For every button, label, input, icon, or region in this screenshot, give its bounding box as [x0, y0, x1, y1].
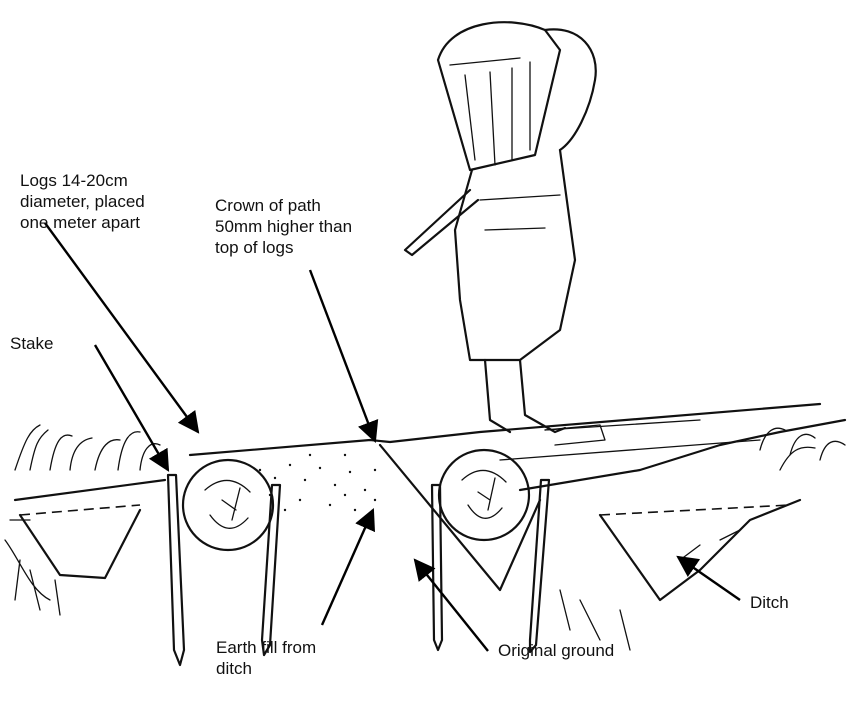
- log-right: [439, 450, 529, 540]
- label-logs-line-2: diameter, placed: [20, 191, 145, 212]
- log-left: [183, 460, 273, 550]
- porter-figure: [405, 22, 605, 445]
- label-stake: Stake: [10, 333, 53, 354]
- label-logs-line-3: one meter apart: [20, 212, 145, 233]
- arrow-earth-fill: [322, 510, 373, 625]
- label-crown: Crown of path 50mm higher than top of lo…: [215, 195, 352, 258]
- grass-right: [560, 428, 845, 650]
- ditch-left: [15, 480, 165, 578]
- arrow-crown: [310, 270, 375, 441]
- label-ditch: Ditch: [750, 592, 789, 613]
- label-earth-fill-line-2: ditch: [216, 658, 316, 679]
- label-logs-line-1: Logs 14-20cm: [20, 170, 145, 191]
- earth-fill-stipple: [259, 454, 376, 511]
- arrow-original-ground: [415, 560, 488, 651]
- label-earth-fill-line-1: Earth fill from: [216, 637, 316, 658]
- leader-arrows: [45, 223, 740, 651]
- label-earth-fill: Earth fill from ditch: [216, 637, 316, 679]
- label-logs: Logs 14-20cm diameter, placed one meter …: [20, 170, 145, 233]
- label-crown-line-3: top of logs: [215, 237, 352, 258]
- arrow-logs: [45, 223, 198, 432]
- path-surface: [190, 404, 845, 590]
- label-crown-line-1: Crown of path: [215, 195, 352, 216]
- stake-4: [530, 480, 549, 652]
- grass-left: [5, 425, 160, 615]
- label-original-ground: Original ground: [498, 640, 614, 661]
- stake-2: [262, 485, 280, 655]
- label-crown-line-2: 50mm higher than: [215, 216, 352, 237]
- stake-1: [168, 475, 184, 665]
- arrow-stake: [95, 345, 168, 470]
